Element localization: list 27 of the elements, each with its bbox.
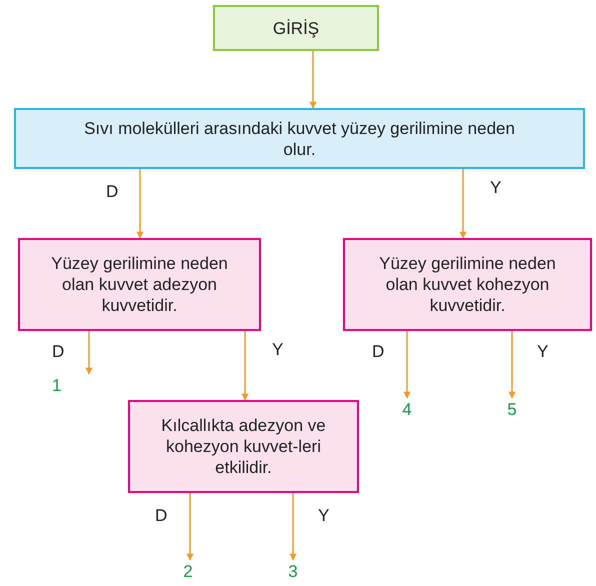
process-box: Kılcallıkta adezyon ve kohezyon kuvvet-leri etkilidir. — [128, 400, 359, 493]
arrow — [86, 331, 92, 375]
edge-label: D — [372, 342, 384, 362]
arrow — [508, 331, 516, 399]
process-box: Yüzey gerilimine neden olan kuvvet kohezyon kuvvetidir. — [343, 238, 592, 331]
edge-label: Y — [490, 178, 502, 198]
edge-label: Y — [537, 342, 548, 362]
outcome-number: 5 — [502, 398, 522, 420]
arrow — [186, 493, 194, 561]
edge-label: Y — [272, 340, 284, 360]
edge-label: D — [106, 182, 118, 202]
outcome-number: 2 — [178, 560, 198, 582]
process-box: GİRİŞ — [213, 5, 379, 51]
arrow — [242, 331, 248, 401]
process-box: Sıvı molekülleri arasındaki kuvvet yüzey gerilimine neden olur. — [14, 108, 585, 169]
arrow — [404, 331, 410, 399]
outcome-number: 4 — [397, 398, 417, 420]
outcome-number: 3 — [283, 560, 303, 582]
outcome-number: 1 — [52, 374, 92, 396]
arrow — [290, 493, 296, 561]
edge-label: D — [155, 506, 168, 526]
edge-label: Y — [318, 506, 330, 526]
arrow — [136, 169, 144, 239]
edge-label: D — [52, 342, 64, 362]
arrow — [310, 51, 316, 109]
arrow — [460, 169, 466, 239]
process-box: Yüzey gerilimine neden olan kuvvet adezyon kuvvetidir. — [18, 238, 261, 331]
